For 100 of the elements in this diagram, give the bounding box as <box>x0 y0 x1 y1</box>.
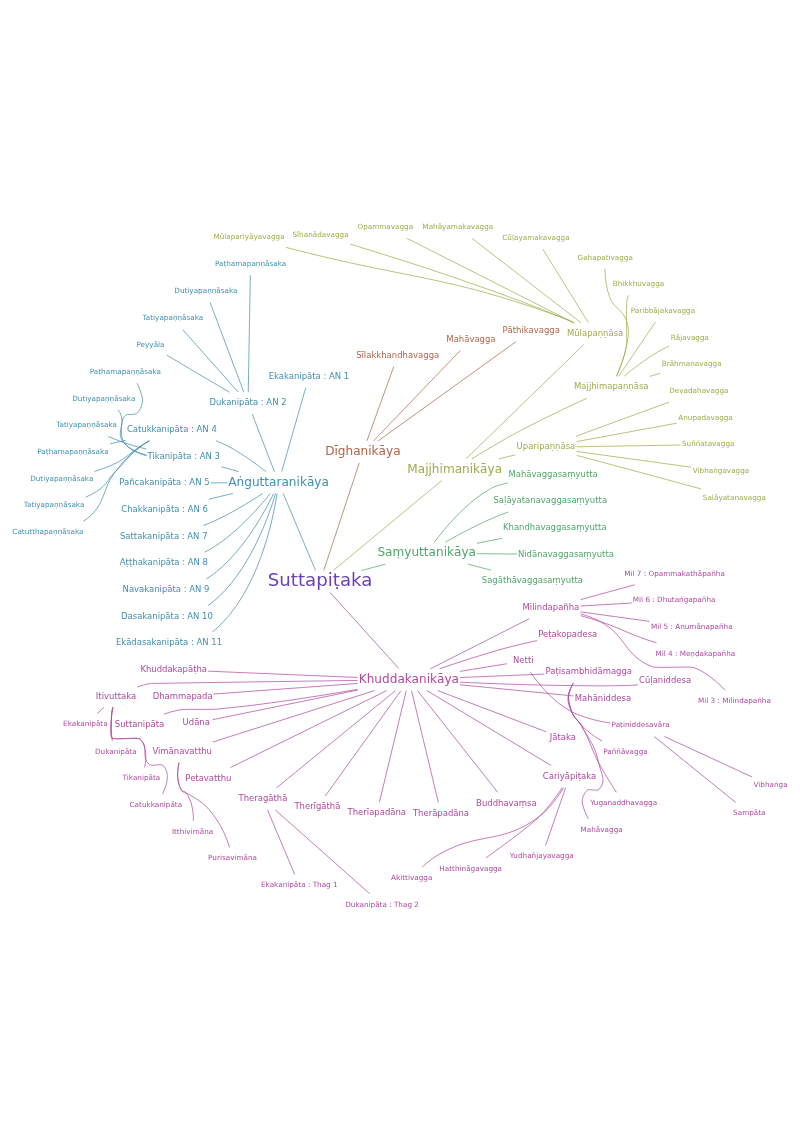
connector <box>576 422 678 442</box>
connector <box>604 267 629 377</box>
node-text: Vimānavatthu <box>152 745 212 756</box>
connector <box>267 809 295 875</box>
connector <box>437 689 547 732</box>
node-text: Uparipaṇṇāsa <box>516 440 576 451</box>
connector <box>567 682 603 742</box>
connector <box>542 248 589 323</box>
connector <box>580 583 636 600</box>
connector <box>166 354 230 393</box>
node-text: Khuddakanikāya <box>358 671 459 686</box>
connector <box>208 492 234 500</box>
connector <box>430 617 530 669</box>
connector <box>85 439 150 497</box>
connector <box>576 444 681 447</box>
connector <box>109 439 126 444</box>
node-text: Theragāthā <box>238 792 288 803</box>
node-text: Petavatthu <box>185 772 232 783</box>
connector <box>379 689 407 802</box>
connector <box>213 682 358 694</box>
connector <box>366 365 395 441</box>
node-text: Suttapiṭaka <box>267 568 373 590</box>
node-text: Catukkanipāta : AN 4 <box>126 423 217 434</box>
connector <box>576 454 702 489</box>
node-text: Khuddakapāṭha <box>140 663 208 674</box>
connector <box>324 689 402 796</box>
connector <box>220 465 240 472</box>
connector <box>580 602 633 606</box>
connector <box>653 735 737 803</box>
connector <box>163 688 358 715</box>
node-text: Mahāvagga <box>446 333 496 344</box>
node-text: Aṭṭhakanipāta : AN 8 <box>119 556 209 567</box>
connector <box>274 809 371 894</box>
connector <box>575 401 670 437</box>
node-text: Mahāniddesa <box>574 692 632 703</box>
connector <box>212 689 359 720</box>
node-text: Nidānavaggasaṃyutta <box>517 548 614 559</box>
node-text: Buddhavaṃsa <box>476 797 537 808</box>
node-text: Mūlapaṇṇāsa <box>566 327 624 338</box>
connector <box>411 689 439 803</box>
connector <box>568 682 604 819</box>
node-text: Dasakanipāta : AN 10 <box>121 610 213 621</box>
connector <box>459 662 508 672</box>
connector <box>360 563 386 571</box>
node-text: Cariyāpiṭaka <box>542 770 597 781</box>
connector <box>83 439 150 522</box>
connector <box>120 382 147 456</box>
connector <box>285 246 575 323</box>
node-text: Milindapañha <box>522 601 580 612</box>
connector <box>108 435 147 449</box>
connector <box>215 439 267 472</box>
node-text: Udāna <box>182 716 210 727</box>
node-text: Dhammapada <box>152 690 213 701</box>
node-text: Suttanipāta <box>114 718 165 729</box>
node-text: Dīghanikāya <box>325 443 401 458</box>
connector <box>664 735 753 777</box>
connector <box>426 689 552 766</box>
connector <box>332 479 442 571</box>
connector <box>459 681 639 686</box>
connector <box>618 321 656 377</box>
node-text: Aṅguttaranikāya <box>228 474 329 489</box>
connector <box>616 294 630 377</box>
connector <box>230 689 388 768</box>
node-text: Khandhavaggasaṃyutta <box>503 521 607 532</box>
node-text: Mahāvaggasaṃyutta <box>508 468 598 479</box>
node-text: Ekādasakanipāta : AN 11 <box>115 636 223 647</box>
node-text: Itivuttaka <box>95 690 137 701</box>
connector <box>377 340 517 441</box>
connector <box>467 563 492 571</box>
connector <box>568 682 617 793</box>
node-text: Dukanipāta : AN 2 <box>209 396 287 407</box>
connector <box>110 706 168 795</box>
connector <box>417 689 499 793</box>
connector <box>177 761 230 848</box>
connector <box>471 237 582 323</box>
connector <box>276 689 396 788</box>
connector <box>580 611 650 622</box>
node-text: Peṭakopadesa <box>538 628 598 639</box>
connector <box>530 671 611 723</box>
connector <box>623 345 670 377</box>
node-text: Navakanipāta : AN 9 <box>122 583 210 594</box>
node-text: Sagāthāvaggasaṃyutta <box>481 574 584 585</box>
node-text: Majjhimapaṇṇāsa <box>574 380 649 391</box>
connector <box>649 372 661 377</box>
connector <box>329 591 400 669</box>
node-text: Therāpadāna <box>412 807 470 818</box>
node-text: Cūḷaniddesa <box>638 674 692 685</box>
node-text: Sīlakkhandhavagga <box>356 349 440 360</box>
node-text: Jātaka <box>549 731 576 742</box>
connector <box>439 639 538 669</box>
connector <box>212 689 375 742</box>
node-text: Chakkanipāta : AN 6 <box>121 503 208 514</box>
connector <box>434 482 509 542</box>
connector <box>485 786 563 858</box>
connector <box>373 349 461 441</box>
connector <box>476 552 518 554</box>
connector <box>251 413 275 472</box>
node-text: Netti <box>513 654 534 665</box>
connector <box>281 386 307 472</box>
connector <box>476 537 503 544</box>
